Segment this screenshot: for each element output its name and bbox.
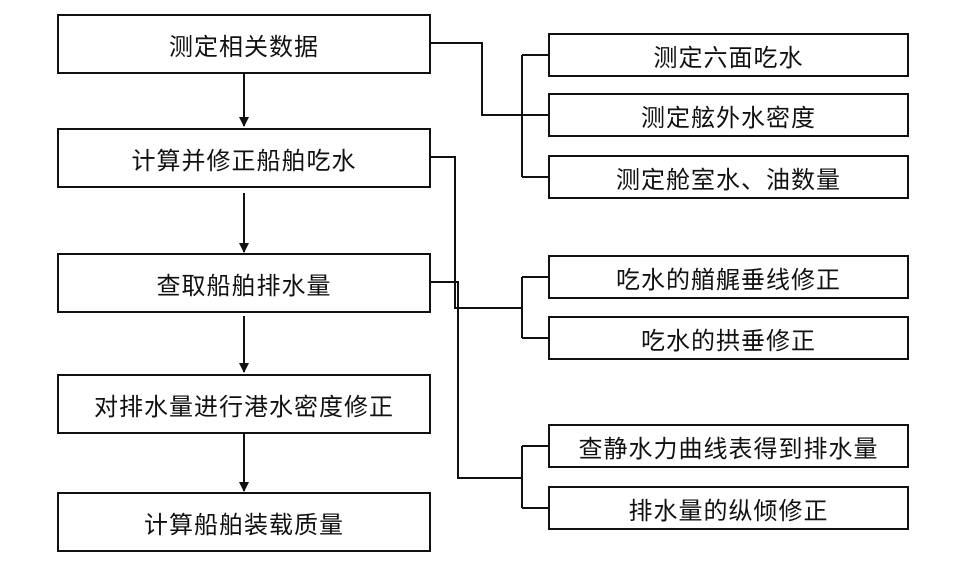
- bracket-2-link: [431, 156, 522, 309]
- bracket-3-link: [431, 281, 522, 479]
- group-1-item-2: 测定舷外水密度: [548, 93, 909, 137]
- bracket-1-link: [431, 42, 522, 116]
- group-1-item-3-label: 测定舱室水、油数量: [616, 165, 841, 194]
- main-step-4: 对排水量进行港水密度修正: [57, 374, 431, 434]
- group-3-item-1: 查静水力曲线表得到排水量: [548, 424, 909, 468]
- group-2-item-2-label: 吃水的拱垂修正: [641, 326, 816, 355]
- group-1-item-3: 测定舱室水、油数量: [548, 155, 909, 199]
- group-1-item-1: 测定六面吃水: [548, 33, 909, 77]
- group-1-item-1-label: 测定六面吃水: [653, 43, 804, 72]
- group-3-item-2: 排水量的纵倾修正: [548, 486, 909, 530]
- main-step-2: 计算并修正船舶吃水: [57, 128, 431, 188]
- main-step-4-label: 对排水量进行港水密度修正: [94, 392, 394, 421]
- group-2-item-2: 吃水的拱垂修正: [548, 316, 909, 360]
- group-3-item-1-label: 查静水力曲线表得到排水量: [578, 434, 879, 463]
- main-step-2-label: 计算并修正船舶吃水: [131, 146, 357, 175]
- group-3-item-2-label: 排水量的纵倾修正: [628, 496, 829, 525]
- main-step-3: 查取船舶排水量: [57, 253, 431, 313]
- group-1-item-2-label: 测定舷外水密度: [641, 103, 816, 132]
- group-2-item-1-label: 吃水的艏艉垂线修正: [616, 265, 841, 294]
- main-step-5: 计算船舶装载质量: [57, 492, 431, 552]
- main-step-1-label: 测定相关数据: [169, 32, 319, 61]
- group-2-item-1: 吃水的艏艉垂线修正: [548, 255, 909, 299]
- main-step-3-label: 查取船舶排水量: [156, 271, 332, 300]
- main-step-1: 测定相关数据: [57, 14, 431, 74]
- main-step-5-label: 计算船舶装载质量: [144, 510, 344, 539]
